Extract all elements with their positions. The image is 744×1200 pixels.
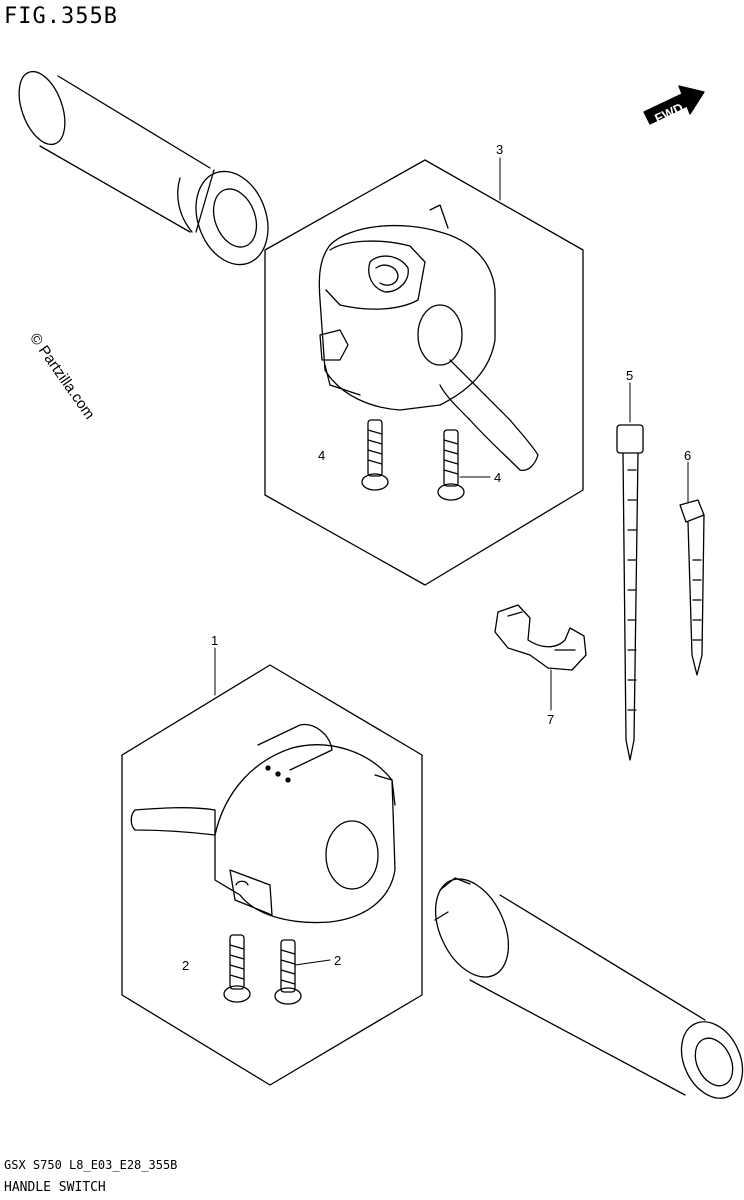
callout-4-right: 4	[494, 470, 501, 485]
callouts: 3 4 4 5 6 7 1 2 2	[182, 142, 691, 973]
leader-lines	[214, 157, 689, 966]
screw-4-left	[361, 419, 389, 491]
screw-4-right	[437, 429, 465, 501]
clamp-6	[679, 499, 705, 676]
clamp-7	[494, 604, 587, 671]
right-grip	[434, 877, 744, 1099]
fwd-arrow: FWD	[643, 85, 705, 126]
screw-2-right	[274, 939, 302, 1005]
callout-5: 5	[626, 368, 633, 383]
left-handle-switch	[130, 723, 396, 924]
screw-2-left	[223, 934, 251, 1003]
callout-4-left: 4	[318, 448, 325, 463]
assembly-boundary-3	[264, 159, 584, 586]
callout-7: 7	[547, 712, 554, 727]
right-handle-switch	[318, 204, 539, 471]
callout-6: 6	[684, 448, 691, 463]
callout-3: 3	[496, 142, 503, 157]
fwd-label: FWD	[652, 100, 685, 126]
model-code: GSX S750 L8_E03_E28_355B	[4, 1158, 178, 1172]
left-grip	[18, 70, 269, 266]
section-name: HANDLE SWITCH	[4, 1180, 106, 1195]
assembly-boundary-1	[121, 664, 423, 1086]
figure-title: FIG.355B	[4, 4, 118, 29]
cable-tie-5	[616, 424, 644, 761]
callout-1: 1	[211, 633, 218, 648]
callout-2-right: 2	[334, 953, 341, 968]
callout-2-left: 2	[182, 958, 189, 973]
